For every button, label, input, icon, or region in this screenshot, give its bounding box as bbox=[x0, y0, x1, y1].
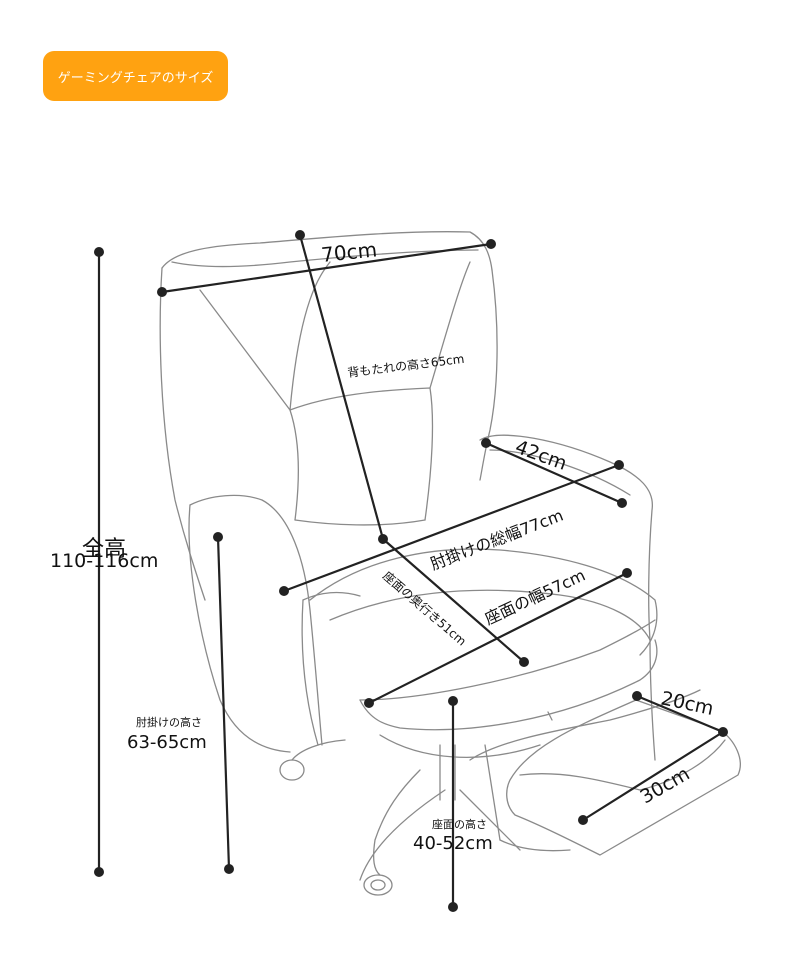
title-badge: ゲーミングチェアのサイズ bbox=[43, 51, 228, 101]
footrest-depth-label: 20cm bbox=[659, 687, 716, 720]
armrest-length-label: 42cm bbox=[512, 436, 569, 475]
total-height-value: 110-116cm bbox=[50, 550, 158, 572]
footrest-depth-line bbox=[635, 694, 725, 734]
overall-width-label: 肘掛けの総幅77cm bbox=[428, 506, 566, 574]
seat-depth-line bbox=[381, 537, 526, 664]
overall-width-line bbox=[282, 463, 621, 593]
total-height-title: 全高 bbox=[82, 537, 126, 562]
armrest-length-line bbox=[484, 441, 624, 505]
chair-illustration bbox=[159, 231, 741, 896]
dimension-lines bbox=[97, 233, 725, 909]
seat-height-value: 40-52cm bbox=[413, 833, 493, 854]
armrest-height-line bbox=[216, 535, 231, 871]
footrest-width-line bbox=[581, 730, 725, 822]
dimension-endpoints bbox=[94, 230, 728, 912]
armrest-height-value: 63-65cm bbox=[127, 732, 207, 753]
seat-height-title: 座面の高さ bbox=[432, 817, 487, 831]
backrest-height-line bbox=[298, 233, 385, 541]
seat-depth-label: 座面の奥行き51cm bbox=[380, 568, 470, 649]
backrest-height-label: 背もたれの高さ65cm bbox=[347, 351, 466, 380]
top-width-label: 70cm bbox=[320, 237, 378, 267]
armrest-height-title: 肘掛けの高さ bbox=[136, 715, 202, 729]
top-width-line bbox=[160, 242, 493, 294]
